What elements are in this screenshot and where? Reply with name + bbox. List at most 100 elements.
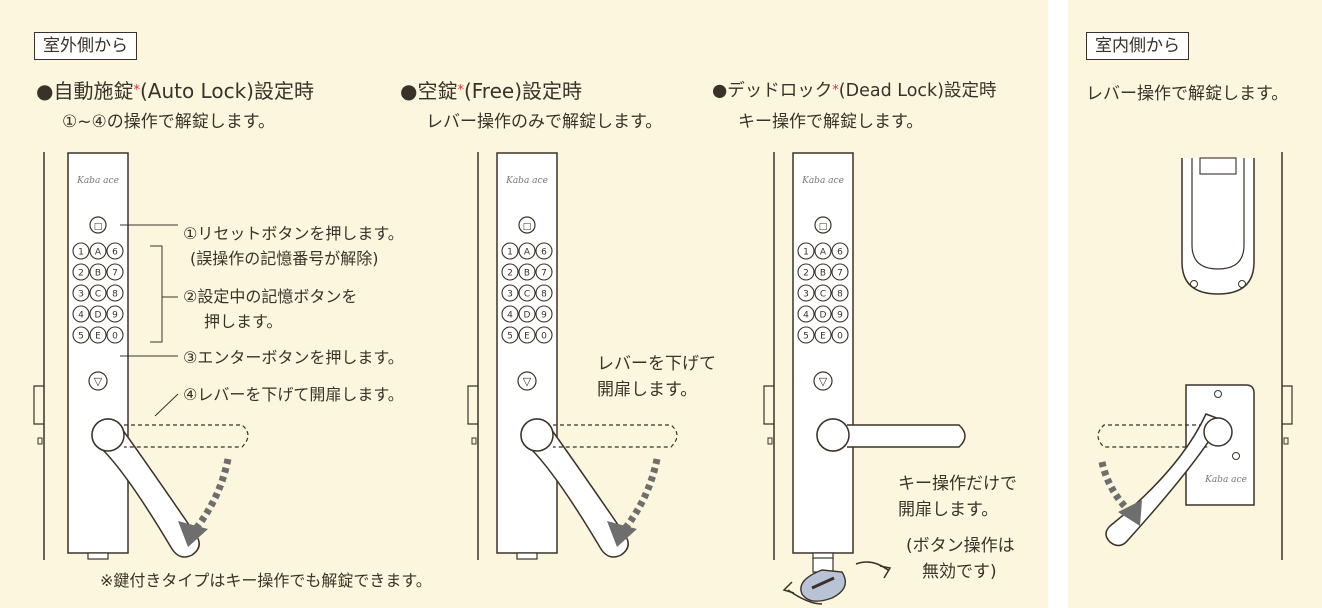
- free-callout-line2: 開扉します。: [597, 380, 698, 400]
- keypad-key-label: B: [524, 269, 530, 279]
- reset-button: [814, 216, 832, 234]
- screw-icon: [1232, 452, 1240, 460]
- rotation-arrow: [620, 458, 661, 534]
- key-turn-arrow-right: [855, 561, 889, 571]
- keypad-key: [535, 242, 553, 260]
- brand-logo: Kaba ace: [505, 176, 548, 186]
- keypad-key-label: 7: [837, 269, 843, 279]
- keypad-key: [106, 263, 124, 281]
- mode-auto-lock-desc: ①~④の操作で解錠します。: [62, 112, 276, 132]
- lever-rosette: [91, 418, 125, 452]
- mode-free-heading: ●空錠*(Free)設定時: [400, 79, 582, 103]
- keypad-key: [106, 305, 124, 323]
- keypad-key: [501, 242, 519, 260]
- rotation-arrow: [191, 458, 232, 534]
- keypad-key-label: D: [820, 311, 827, 321]
- reset-button-label: □: [94, 222, 103, 232]
- lock-bottom-tab: [87, 552, 109, 560]
- mode-free-desc: レバー操作のみで解錠します。: [426, 112, 663, 132]
- outside-section-tag: 室外側から: [34, 32, 137, 60]
- keypad-key-label: C: [820, 290, 826, 300]
- keypad-key: [106, 326, 124, 344]
- keypad-key-label: B: [95, 269, 101, 279]
- inside-section-tag: 室内側から: [1086, 32, 1189, 60]
- keypad-key-label: 0: [112, 332, 118, 342]
- keypad-key-label: 9: [541, 311, 547, 321]
- keypad-key-label: 6: [837, 248, 843, 258]
- keypad-key: [814, 326, 832, 344]
- keypad-key: [831, 284, 849, 302]
- reset-button-label: □: [819, 222, 828, 232]
- keypad-key-label: 3: [803, 290, 809, 300]
- keypad-key-label: 8: [541, 290, 547, 300]
- keypad-key-label: 3: [78, 290, 84, 300]
- thumb-turn: [1191, 158, 1245, 270]
- keypad-key-label: 3: [507, 290, 513, 300]
- keypad-key-label: 6: [112, 248, 118, 258]
- keypad-key-label: 5: [803, 332, 809, 342]
- keypad-key-label: 6: [541, 248, 547, 258]
- keypad-key-label: 4: [803, 311, 809, 321]
- keypad-key: [831, 305, 849, 323]
- keypad-key: [106, 242, 124, 260]
- step-3-label: ③エンターボタンを押します。: [183, 348, 404, 367]
- keypad-key-label: C: [95, 290, 101, 300]
- step-2-label: ②設定中の記憶ボタンを: [183, 287, 358, 306]
- brand-logo: Kaba ace: [1204, 475, 1247, 485]
- keypad-key-label: 9: [112, 311, 118, 321]
- keypad-key: [72, 263, 90, 281]
- keypad-key: [501, 263, 519, 281]
- keypad-key-label: 4: [78, 311, 84, 321]
- keypad-key-label: 0: [837, 332, 843, 342]
- thumb-turn-tab: [1199, 157, 1237, 175]
- mode-dead-lock-heading: ●デッドロック*(Dead Lock)設定時: [712, 81, 997, 101]
- latch-mark: [471, 437, 477, 445]
- screw-icon: [1214, 390, 1222, 398]
- keypad-key: [72, 242, 90, 260]
- rotation-arrowhead: [1118, 500, 1142, 526]
- keypad-key: [518, 242, 536, 260]
- key-turn-arrowhead-left: [782, 581, 795, 594]
- lever-handle: [100, 427, 200, 558]
- keypad-key: [518, 326, 536, 344]
- strike-plate: [1282, 385, 1293, 425]
- rotation-arrowhead: [178, 521, 208, 547]
- keypad-key: [72, 305, 90, 323]
- keypad-key: [814, 242, 832, 260]
- keypad-key: [518, 263, 536, 281]
- latch-mark: [767, 437, 773, 445]
- keypad-key-label: 7: [112, 269, 118, 279]
- keypad-key-label: 2: [507, 269, 513, 279]
- keypad-key-label: E: [820, 332, 826, 342]
- keypad-key-label: 7: [541, 269, 547, 279]
- brand-logo: Kaba ace: [76, 176, 119, 186]
- lever-handle: [529, 427, 629, 558]
- keypad-key-label: 2: [78, 269, 84, 279]
- inside-panel: [1068, 0, 1322, 608]
- keypad-key: [797, 242, 815, 260]
- keypad-key-label: 1: [78, 248, 84, 258]
- deadlock-callout-line2: 開扉します。: [898, 500, 999, 520]
- keypad-key-label: 8: [112, 290, 118, 300]
- keypad-key-label: 1: [803, 248, 809, 258]
- keypad-key-label: D: [524, 311, 531, 321]
- keypad-key-label: A: [95, 248, 102, 258]
- keypad-key: [535, 326, 553, 344]
- step-1-label: ①リセットボタンを押します。: [183, 224, 404, 243]
- free-callout-line1: レバーを下げて: [597, 354, 716, 374]
- keypad-key: [89, 242, 107, 260]
- keypad-key-label: 2: [803, 269, 809, 279]
- reset-button: [518, 216, 536, 234]
- step-1-note: (誤操作の記憶番号が解除): [190, 249, 379, 268]
- deadlock-callout-line1: キー操作だけで: [898, 474, 1017, 494]
- lever-start-position: [1097, 424, 1210, 448]
- keypad-key: [518, 284, 536, 302]
- keypad-key: [831, 242, 849, 260]
- rotation-arrowhead: [607, 521, 637, 547]
- strike-plate: [763, 385, 774, 425]
- keypad-key-label: D: [95, 311, 102, 321]
- keypad-key-label: 1: [507, 248, 513, 258]
- keypad-key-label: 0: [541, 332, 547, 342]
